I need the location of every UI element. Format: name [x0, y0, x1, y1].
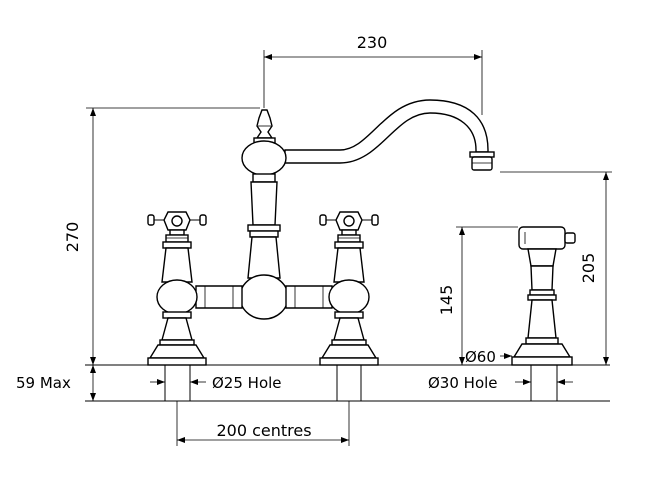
spout: [284, 99, 495, 171]
label-centres: 200 centres: [216, 421, 311, 440]
dimension-tap-hole: [150, 379, 206, 385]
label-spray-base: Ø60: [465, 348, 496, 366]
label-overall-height: 270: [63, 222, 82, 253]
dimension-deck-thickness: [90, 365, 96, 401]
label-spout-reach: 230: [357, 33, 388, 52]
bridge-arms: [195, 285, 333, 309]
left-valve-body: [147, 241, 207, 366]
label-tap-hole: Ø25 Hole: [212, 374, 282, 392]
label-spray-hole: Ø30 Hole: [428, 374, 498, 392]
label-deck-thickness: 59 Max: [16, 374, 71, 392]
dimension-spray-base: [500, 353, 512, 359]
dimension-outlet-height: [500, 171, 612, 365]
dimension-spout-reach: [263, 50, 483, 115]
dimension-centres: [176, 401, 350, 446]
side-rinse-spray: [511, 226, 576, 366]
central-column: [239, 109, 289, 320]
right-valve-body: [319, 241, 379, 366]
right-cross-handle: [319, 211, 379, 243]
label-spray-height: 145: [437, 285, 456, 316]
dimension-spray-hole: [515, 379, 573, 385]
left-cross-handle: [147, 211, 207, 243]
spray-hole: [530, 365, 558, 401]
tap-hole-left: [164, 365, 191, 401]
label-outlet-height: 205: [579, 253, 598, 284]
dimension-overall-height: [86, 107, 260, 365]
tap-hole-right: [336, 365, 362, 401]
dimension-spray-height: [456, 226, 518, 365]
